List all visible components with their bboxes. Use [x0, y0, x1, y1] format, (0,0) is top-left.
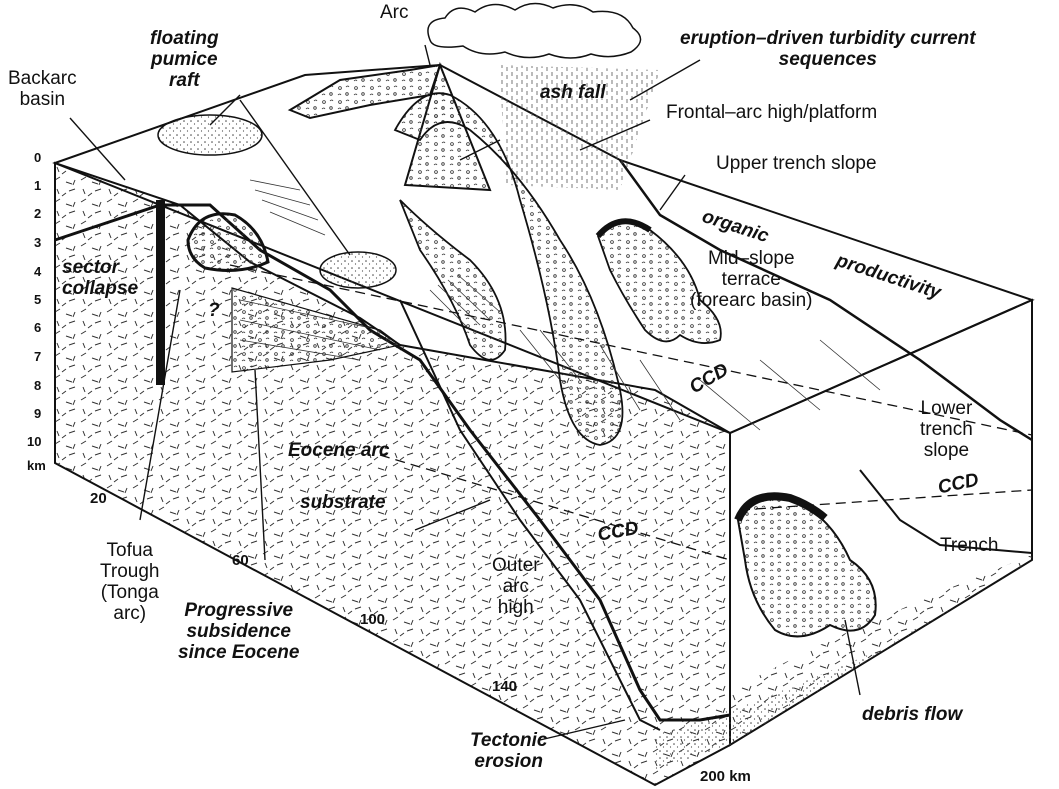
label-upper-trench-slope: Upper trench slope — [716, 153, 877, 174]
label-arc: Arc — [380, 2, 409, 23]
distance-tick: 20 — [90, 490, 107, 507]
ash-cloud — [428, 3, 641, 58]
label-frontal-arc-high: Frontal–arc high/platform — [666, 102, 877, 123]
distance-tick: 100 — [360, 611, 385, 628]
depth-tick: 0 — [34, 150, 41, 165]
tofua-conduit — [156, 200, 165, 385]
distance-tick: 60 — [232, 552, 249, 569]
sector-collapse-scar — [188, 214, 268, 271]
depth-tick: 4 — [34, 264, 41, 279]
depth-unit: km — [27, 458, 46, 473]
label-question-mark: ? — [208, 300, 220, 321]
label-trench: Trench — [940, 535, 998, 556]
label-substrate: substrate — [300, 492, 386, 513]
label-ash-fall: ash fall — [540, 82, 605, 103]
depth-tick: 2 — [34, 206, 41, 221]
depth-tick: 10 — [27, 434, 41, 449]
depth-tick: 3 — [34, 235, 41, 250]
depth-tick: 9 — [34, 406, 41, 421]
depth-tick: 7 — [34, 349, 41, 364]
label-eocene-arc: Eocene arc — [288, 440, 389, 461]
distance-end-label: 200 km — [700, 768, 751, 785]
label-debris-flow: debris flow — [862, 704, 962, 725]
pumice-raft-1 — [158, 115, 262, 155]
distance-tick: 140 — [492, 678, 517, 695]
pumice-raft-2 — [320, 252, 396, 288]
depth-tick: 8 — [34, 378, 41, 393]
depth-tick: 5 — [34, 292, 41, 307]
depth-tick: 6 — [34, 320, 41, 335]
depth-tick: 1 — [34, 178, 41, 193]
